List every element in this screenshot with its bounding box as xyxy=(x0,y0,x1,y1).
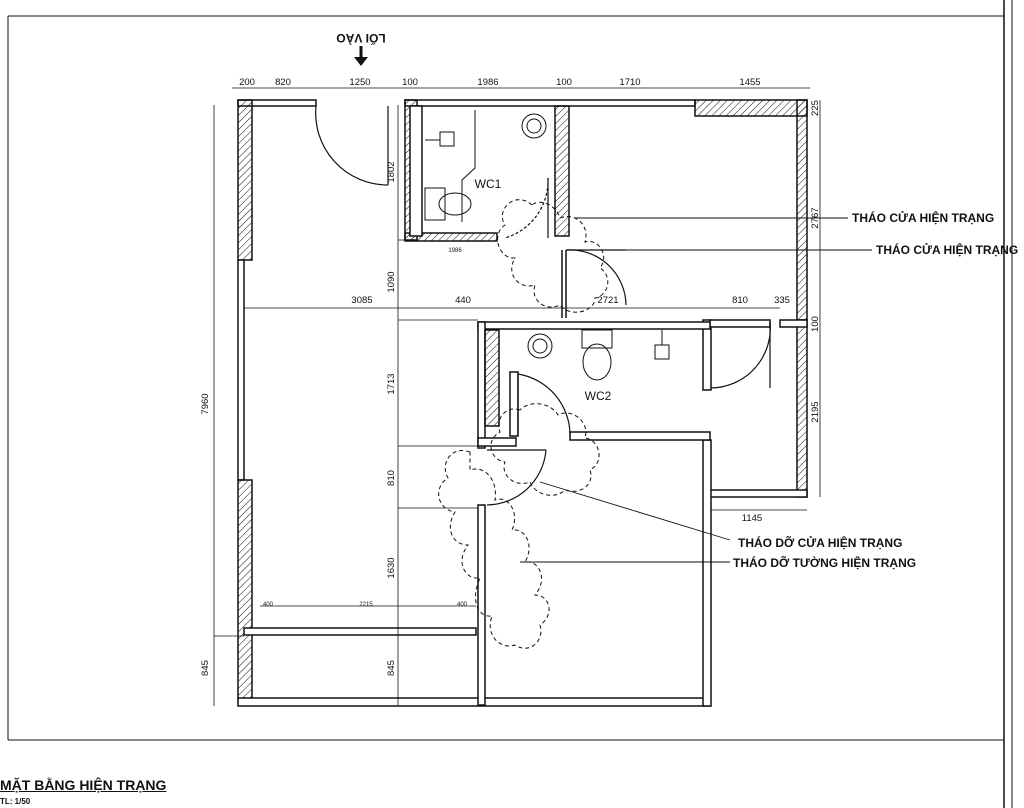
dim-top-3: 1250 xyxy=(349,77,370,88)
dim-top-1: 200 xyxy=(239,77,255,88)
dim-inner-1: 1802 xyxy=(386,161,397,182)
annotation-remove-door-1: THÁO CỬA HIỆN TRẠNG xyxy=(852,210,994,225)
right-room-door xyxy=(710,321,771,389)
entrance-arrow-icon xyxy=(354,46,368,66)
dim-bottom-1: 400 xyxy=(263,602,274,608)
dim-left-bottom: 845 xyxy=(200,660,211,676)
wc2-label: WC2 xyxy=(585,389,612,403)
dim-top-5: 1986 xyxy=(477,77,498,88)
drawing-scale: TL: 1/50 xyxy=(0,797,31,806)
dim-top-4: 100 xyxy=(402,77,418,88)
annotation-remove-door-2: THÁO CỬA HIỆN TRẠNG xyxy=(876,242,1018,257)
hall-door xyxy=(486,449,547,506)
wc2-walls xyxy=(243,321,711,706)
wc2-fixtures xyxy=(527,329,670,381)
dim-inner-4: 810 xyxy=(386,470,397,486)
dim-top-7: 1710 xyxy=(619,77,640,88)
dim-bottom-2: 2215 xyxy=(359,602,373,608)
reference-lines xyxy=(244,105,780,705)
dim-inner-2: 1090 xyxy=(386,271,397,292)
dim-right-3: 100 xyxy=(810,316,821,332)
wc1-door xyxy=(504,177,549,239)
dim-top-8: 1455 xyxy=(739,77,760,88)
dim-wc1-width: 1986 xyxy=(448,248,462,254)
leader-lines xyxy=(520,217,872,563)
sheet-border xyxy=(7,0,1013,808)
wc1-fixtures xyxy=(424,110,547,222)
entrance-label: LỐI VÀO xyxy=(336,31,385,46)
dim-right-2: 2767 xyxy=(810,207,821,228)
dim-inner-5: 1630 xyxy=(386,557,397,578)
dim-bottom-3: 400 xyxy=(457,602,468,608)
drawing-title: MẶT BẰNG HIỆN TRẠNG xyxy=(0,777,167,793)
annotation-remove-door-3: THÁO DỠ CỬA HIỆN TRẠNG xyxy=(738,535,902,550)
dim-inner-6: 845 xyxy=(386,660,397,676)
dim-mid-5: 335 xyxy=(774,295,790,306)
annotation-remove-wall: THÁO DỠ TƯỜNG HIỆN TRẠNG xyxy=(733,555,916,570)
wc2-door xyxy=(517,373,571,437)
dim-right-1: 225 xyxy=(810,100,821,116)
dim-mid-1: 3085 xyxy=(351,295,372,306)
dim-right-4: 2195 xyxy=(810,401,821,422)
dim-top-6: 100 xyxy=(556,77,572,88)
dim-inner-3: 1713 xyxy=(386,373,397,394)
entrance-door xyxy=(315,105,389,186)
dimension-lines xyxy=(213,87,821,706)
dim-mid-3: 2721 xyxy=(597,295,618,306)
wc1-walls xyxy=(404,99,570,318)
dim-left-total: 7960 xyxy=(200,393,211,414)
dim-mid-4: 810 xyxy=(732,295,748,306)
exterior-walls xyxy=(237,99,808,707)
dim-top-2: 820 xyxy=(275,77,291,88)
revision-clouds xyxy=(438,199,609,649)
dim-mid-2: 440 xyxy=(455,295,471,306)
dim-right-bottom: 1145 xyxy=(742,513,762,524)
wc1-label: WC1 xyxy=(475,177,502,191)
